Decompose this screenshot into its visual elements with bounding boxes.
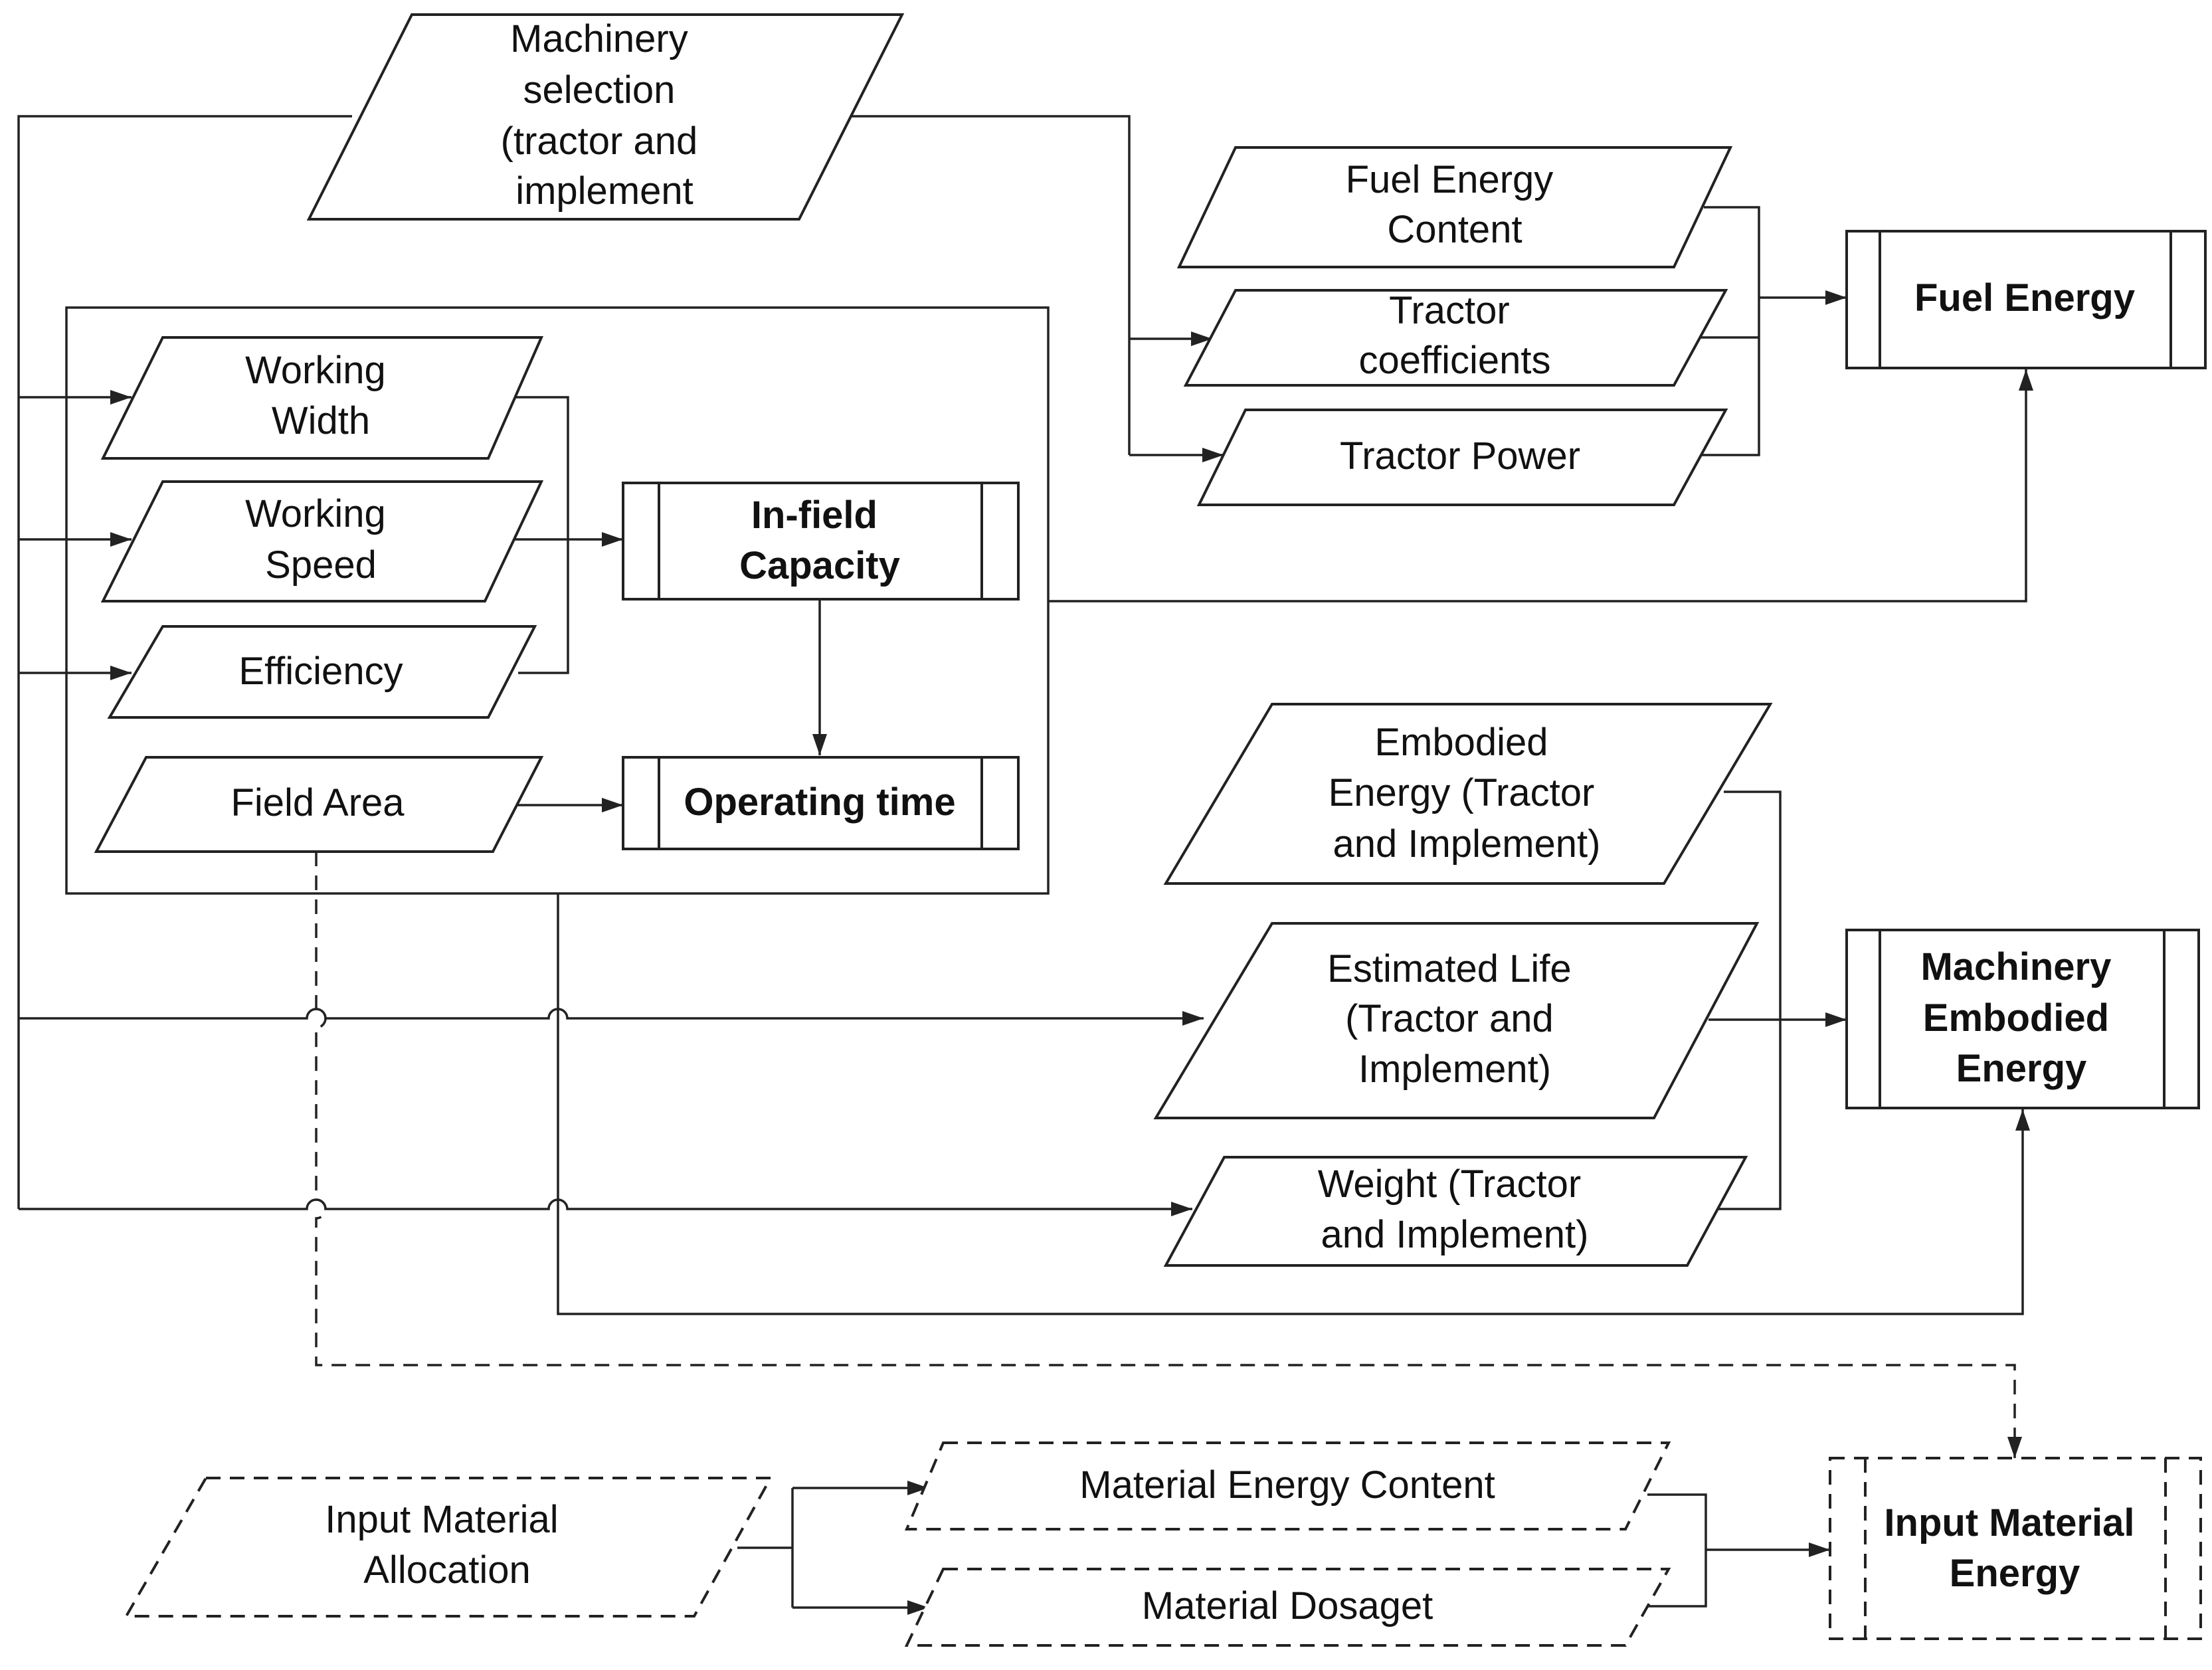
input-material-allocation-label: Input Material Allocation <box>325 1498 569 1592</box>
input-material-allocation-node <box>124 1477 773 1618</box>
weight-label: Weight (Tractor and Implement) <box>1318 1162 1592 1256</box>
machinery-selection-label: Machinery selection (tractor and impleme… <box>501 17 709 213</box>
working-width-label: Working Width <box>245 349 397 442</box>
connector-box-to-fuel-energy <box>1048 369 2033 603</box>
tractor-coefficients-node <box>1183 289 1728 387</box>
labels: Machinery selection (tractor and impleme… <box>230 17 2145 1627</box>
field-area-label: Field Area <box>230 781 405 824</box>
weight-node <box>1163 1156 1748 1267</box>
connector-width-bus <box>508 396 569 674</box>
connectors <box>17 115 2033 1615</box>
working-speed-node <box>100 480 544 603</box>
efficiency-node <box>107 625 537 719</box>
input-material-energy-node <box>1829 1457 2202 1640</box>
operating-time-label: Operating time <box>684 781 955 824</box>
input-material-energy-label: Input Material Energy <box>1884 1501 2145 1595</box>
connector-machinery-right <box>850 115 1131 455</box>
embodied-energy-node <box>1163 703 1773 885</box>
machinery-embodied-energy-label: Machinery Embodied Energy <box>1920 945 2122 1090</box>
operating-time-node <box>622 756 1020 850</box>
fuel-energy-node <box>1845 230 2207 369</box>
capacity-group-frame <box>65 306 1050 895</box>
tractor-coefficients-label: Tractor coefficients <box>1358 289 1550 382</box>
machinery-selection-node <box>306 13 905 221</box>
material-dosage-node <box>904 1568 1671 1647</box>
embodied-energy-label: Embodied Energy (Tractor and Implement) <box>1329 721 1606 866</box>
connector-machinery-left <box>17 115 352 1209</box>
connector-area-to-input-material-energy <box>315 852 2022 1458</box>
input-nodes <box>94 13 1773 1647</box>
fuel-energy-content-label: Fuel Energy Content <box>1346 158 1564 251</box>
material-energy-content-node <box>904 1441 1671 1531</box>
field-area-node <box>94 756 544 853</box>
connector-to-estimated-life <box>19 1008 1204 1026</box>
efficiency-label: Efficiency <box>238 650 403 693</box>
tractor-power-node <box>1196 409 1728 506</box>
infield-capacity-node <box>622 482 1020 601</box>
working-speed-label: Working Speed <box>245 492 397 587</box>
process-nodes <box>622 230 2207 1640</box>
machinery-embodied-energy-node <box>1845 929 2200 1109</box>
fuel-energy-content-node <box>1176 146 1733 268</box>
material-dosage-label: Material Dosaget <box>1142 1584 1433 1627</box>
connector-embodied-merge <box>1705 790 1782 1210</box>
estimated-life-label: Estimated Life (Tractor and Implement) <box>1327 947 1582 1091</box>
tractor-power-label: Tractor Power <box>1340 434 1580 478</box>
infield-capacity-label: In-field Capacity <box>739 494 900 587</box>
connector-to-weight <box>19 1198 1192 1216</box>
working-width-node <box>100 336 544 460</box>
connector-box-to-machinery-embodied <box>557 893 2030 1315</box>
fuel-energy-label: Fuel Energy <box>1914 276 2135 320</box>
connector-fuel-content <box>1695 206 1760 456</box>
estimated-life-node <box>1153 922 1760 1119</box>
material-energy-content-label: Material Energy Content <box>1079 1463 1495 1507</box>
